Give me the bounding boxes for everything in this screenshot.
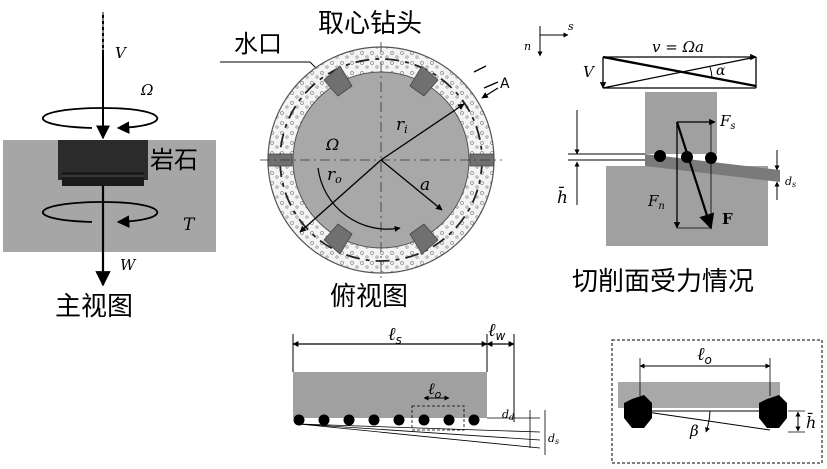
dd-label: dd: [502, 408, 514, 422]
row-cutter-7: [443, 414, 455, 426]
drill-bit-teeth: [62, 172, 144, 186]
core-bit-title: 取心钻头: [318, 9, 422, 39]
cutter-block: [645, 92, 717, 154]
row-cutter-1: [293, 414, 305, 426]
detail-lo-label: ℓo: [697, 344, 712, 367]
blade-top-left: [323, 65, 353, 97]
detail-label: A: [500, 76, 510, 92]
row-cutter-8: [468, 414, 480, 426]
ri-label: ri: [396, 115, 408, 136]
alpha-label: α: [716, 63, 726, 79]
n-axis-label: n: [524, 40, 531, 53]
omega-label: Ω: [140, 81, 153, 99]
top-view: 取心钻头 水口 ri ro a Ω A 俯视图: [220, 9, 510, 312]
lw-label: ℓw: [488, 320, 506, 343]
beta-arc: [705, 410, 711, 433]
detail-dash-2: [483, 81, 499, 89]
F-arrow: [675, 121, 715, 230]
detail-left-cutter: [624, 395, 652, 428]
V-label: V: [583, 63, 596, 81]
ds-label: ds: [785, 175, 796, 189]
a-arrow: [380, 159, 443, 211]
detail-view: ℓo β h̄: [611, 339, 823, 464]
omega-rotation-arrow: [41, 107, 158, 134]
h-label: h̄: [557, 185, 568, 208]
velocity-label: V: [115, 44, 128, 62]
ro-arrow: [299, 159, 382, 233]
omega-top-label: Ω: [325, 135, 339, 154]
omega-top-arc: [317, 167, 401, 232]
detail-right-cutter: [759, 395, 787, 428]
a-label: a: [420, 175, 430, 195]
force-view-caption: 切削面受力情况: [572, 267, 754, 297]
torque-label: T: [183, 215, 196, 235]
water-port-label: 水口: [234, 30, 282, 58]
v-equation: v = Ωa: [652, 38, 704, 56]
force-view: s n v = Ωa V α Fs Fn F h̄ ds: [524, 20, 796, 297]
alpha-arc: [709, 66, 713, 79]
blade-bottom-right: [409, 223, 439, 255]
resultant-velocity: [602, 55, 757, 88]
ri-arrow: [380, 103, 465, 161]
row-cutter-4: [368, 414, 380, 426]
blade-top-right: [409, 65, 439, 97]
detail-dash-1: [473, 65, 487, 73]
F-label: F: [722, 210, 733, 228]
spacing-view: ℓs ℓw ℓo dd ds: [292, 320, 559, 455]
s-axis-label: s: [568, 20, 574, 33]
lo-detail-box: [411, 405, 465, 431]
row-cutter-5: [393, 414, 405, 426]
detail-slope-line: [639, 410, 771, 431]
return-velocity: [602, 56, 757, 89]
beta-label: β: [689, 422, 699, 440]
top-view-caption: 俯视图: [330, 282, 408, 312]
blade-bottom-left: [323, 223, 353, 255]
Fs-label: Fs: [719, 112, 736, 132]
slope-line-3: [298, 423, 541, 449]
ls-label: ℓs: [388, 324, 402, 347]
detail-frame: [611, 339, 823, 464]
row-cutter-3: [343, 414, 355, 426]
row-cutter-2: [318, 414, 330, 426]
cutter-row: [293, 414, 480, 426]
row-cutter-6: [418, 414, 430, 426]
front-view-caption: 主视图: [55, 292, 133, 322]
rock-lower: [606, 166, 768, 246]
slope-line-2: [298, 423, 541, 441]
blade-group: [267, 65, 495, 255]
detail-h-label: h̄: [806, 411, 816, 432]
front-view: V Ω 岩石 T W 主视图: [3, 12, 216, 322]
rock-label: 岩石: [150, 146, 198, 174]
cutter-row-block: [293, 372, 487, 418]
slope-line-1: [298, 423, 541, 433]
weight-label: W: [120, 256, 137, 274]
detail-arrow: [481, 87, 499, 99]
cut-chip-layer: [645, 154, 780, 182]
ds-spacing-label: ds: [548, 432, 559, 446]
contact-point-1: [654, 150, 666, 162]
